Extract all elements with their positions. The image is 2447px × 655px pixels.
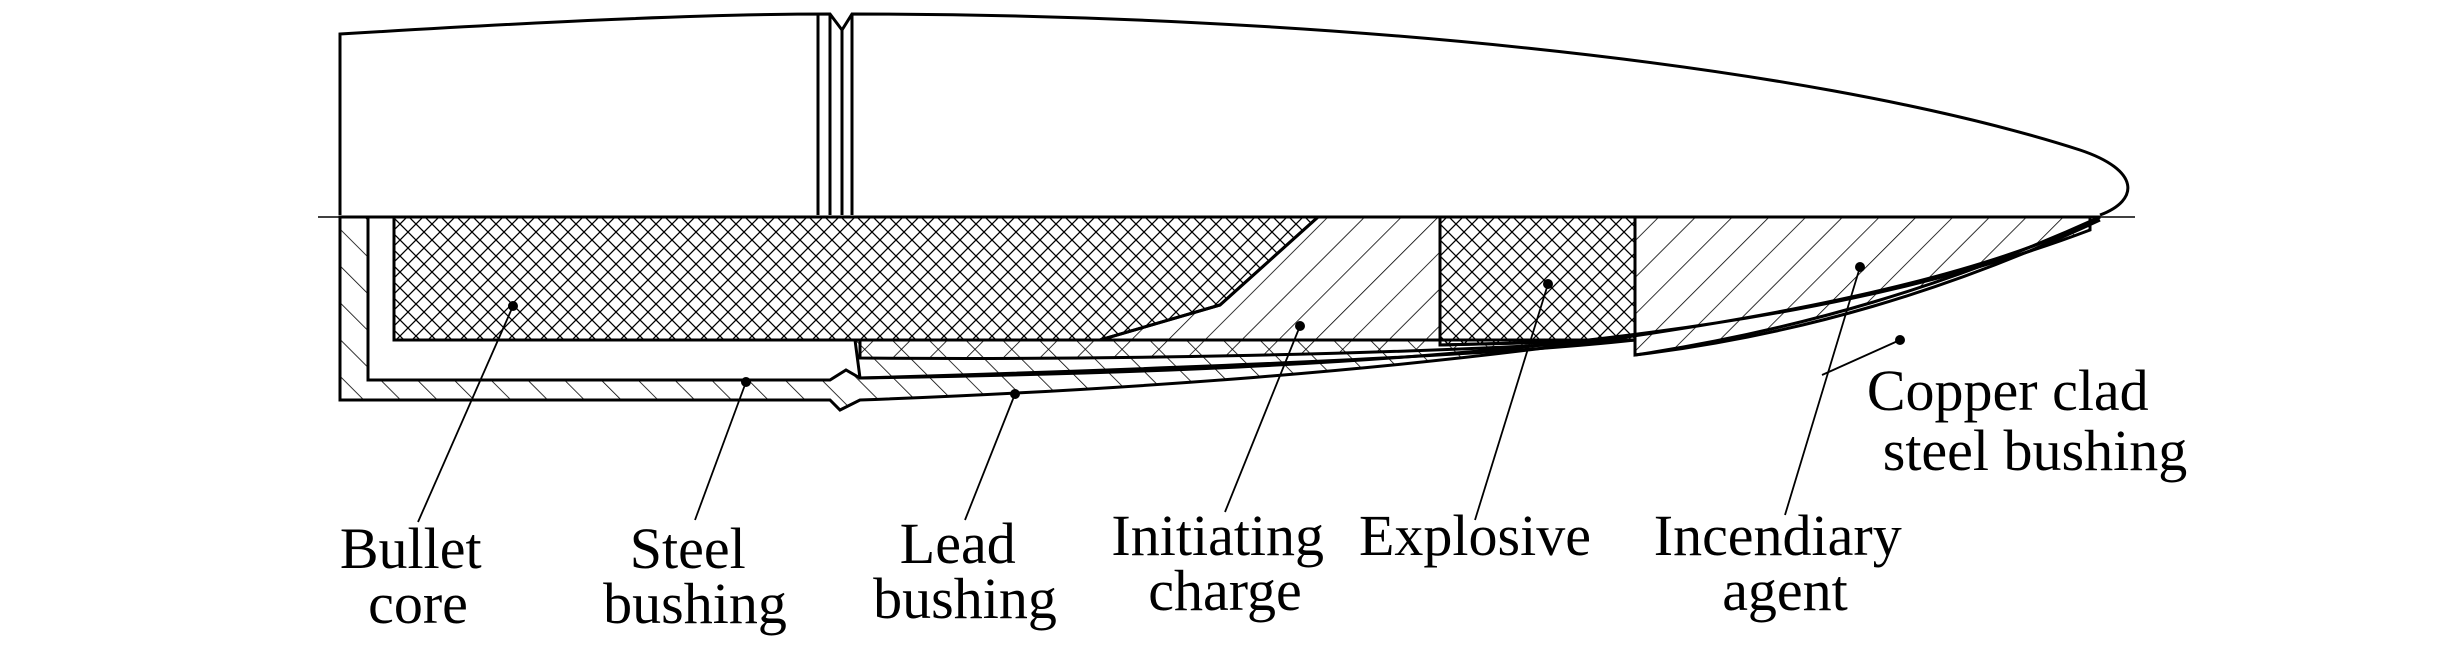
leader-lines <box>417 266 1901 523</box>
bullet-outer-profile <box>338 12 2130 217</box>
explosive-region <box>1438 215 1637 347</box>
label-lead-bushing: Lead bushing <box>873 511 1057 631</box>
label-copper-clad-steel-bushing: Copper clad steel bushing <box>1867 358 2187 483</box>
label-steel-bushing: Steel bushing <box>603 516 787 636</box>
label-initiating-charge: Initiating charge <box>1111 503 1338 623</box>
labels: Bullet core Steel bushing Lead bushing I… <box>340 358 2187 636</box>
label-bullet-core: Bullet core <box>340 516 496 636</box>
copper-clad-layer <box>1634 218 2101 357</box>
incendiary-agent-region <box>1633 215 2101 357</box>
label-incendiary-agent: Incendiary agent <box>1654 503 1916 623</box>
initiating-charge-region <box>858 215 1636 360</box>
label-explosive: Explosive <box>1359 503 1591 568</box>
